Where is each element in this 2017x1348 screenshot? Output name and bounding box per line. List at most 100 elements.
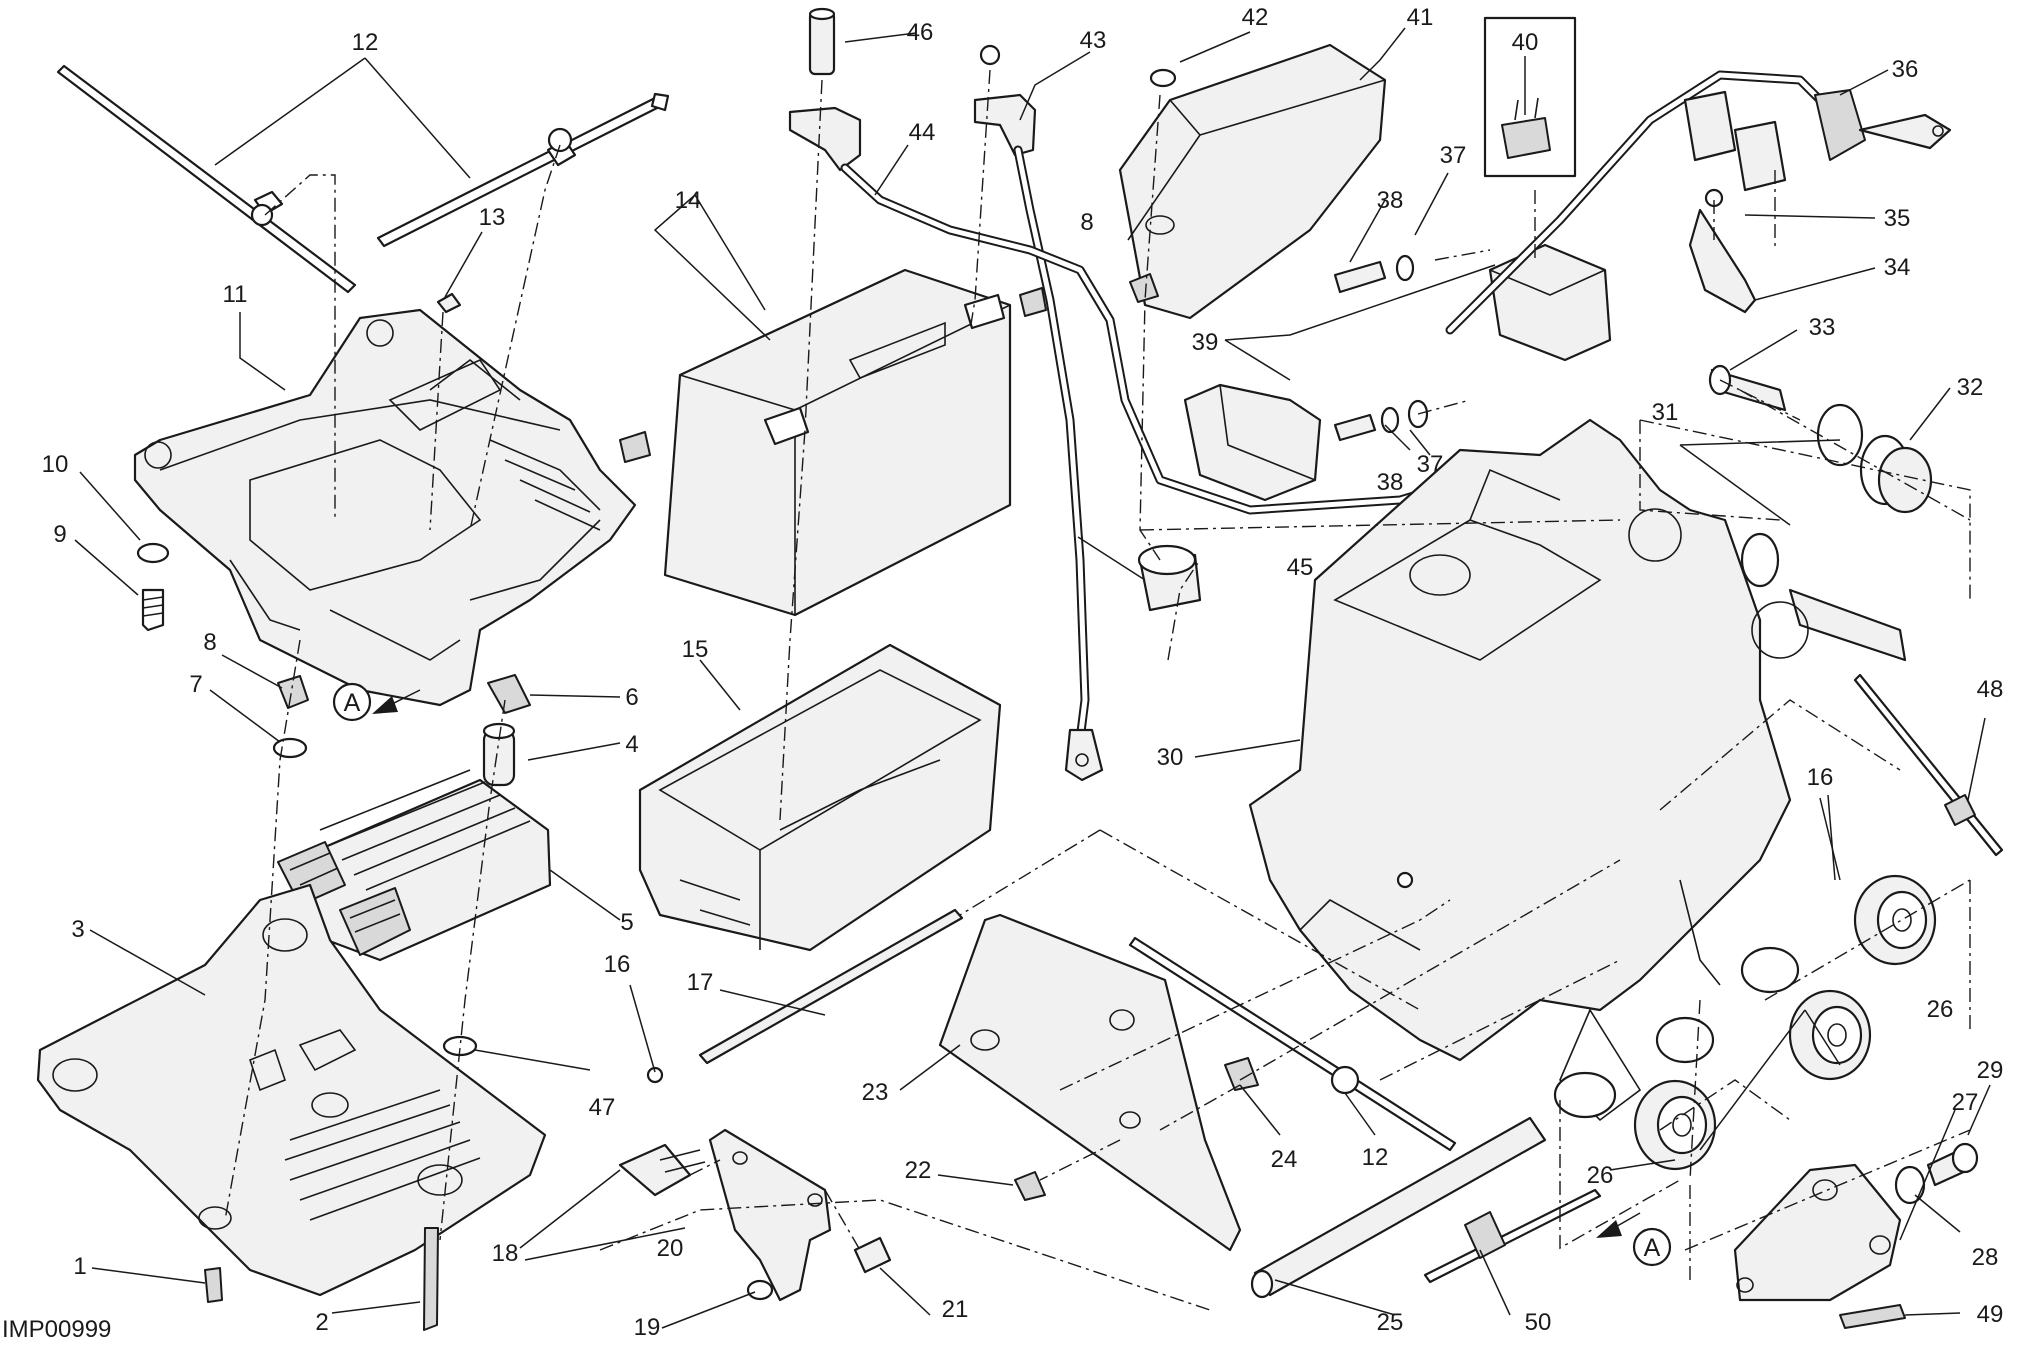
callout-49: 49 [1977, 1301, 2004, 1328]
callout-8: 8 [203, 629, 216, 656]
callout-47: 47 [589, 1094, 616, 1121]
callout-7: 7 [189, 671, 202, 698]
callout-35: 35 [1884, 205, 1911, 232]
callout-39: 39 [1192, 329, 1219, 356]
part-battery-cable-36 [1445, 70, 1952, 335]
part-relay-box [1183, 243, 1612, 502]
view-reference-a-left: A [344, 689, 361, 717]
part-clip-8-right [1129, 273, 1159, 303]
callout-23: 23 [862, 1079, 889, 1106]
callout-38-lower: 38 [1377, 469, 1404, 496]
callout-44: 44 [909, 119, 936, 146]
callout-12-upper: 12 [352, 29, 379, 56]
callout-45: 45 [1287, 554, 1314, 581]
part-battery-holder [133, 308, 637, 707]
callout-18: 18 [492, 1240, 519, 1267]
callout-32: 32 [1957, 374, 1984, 401]
leader-lines [74, 27, 1991, 1329]
part-tube-25 [1250, 1116, 1547, 1299]
callout-19: 19 [634, 1314, 661, 1341]
part-relays [1683, 90, 1787, 314]
callout-labels: 1 2 3 4 5 6 7 8 9 10 11 12 13 14 15 16 1… [42, 4, 2004, 1341]
callout-30: 30 [1157, 744, 1184, 771]
part-cable-tie-upper [56, 64, 670, 294]
part-screw-9-10 [136, 542, 170, 632]
view-arrow-a-right [1596, 1212, 1672, 1267]
callout-16-left: 16 [604, 951, 631, 978]
callout-21: 21 [942, 1296, 969, 1323]
callout-50: 50 [1525, 1309, 1552, 1336]
callout-26-lower: 26 [1587, 1162, 1614, 1189]
callout-27: 27 [1952, 1089, 1979, 1116]
part-cover-41 [1118, 43, 1387, 320]
part-clip-6 [487, 674, 531, 714]
callout-6: 6 [625, 684, 638, 711]
part-rod-17 [646, 908, 964, 1084]
callout-48: 48 [1977, 676, 2004, 703]
callout-9: 9 [53, 521, 66, 548]
callout-41: 41 [1407, 4, 1434, 31]
callout-26-upper: 26 [1927, 996, 1954, 1023]
callout-5: 5 [620, 909, 633, 936]
part-voltage-regulator [277, 769, 552, 962]
part-cable-tie-middle [1128, 936, 1457, 1152]
part-spacer-4 [482, 722, 516, 787]
part-screws-37-38 [1333, 254, 1429, 442]
callout-22: 22 [905, 1157, 932, 1184]
callout-20: 20 [657, 1235, 684, 1262]
callout-14: 14 [675, 187, 702, 214]
callout-10: 10 [42, 451, 69, 478]
callout-46: 46 [907, 19, 934, 46]
part-ground-cable [973, 44, 1104, 782]
part-battery-box [638, 643, 1002, 952]
part-mount-bracket [618, 1128, 892, 1302]
callout-12-middle: 12 [1362, 1144, 1389, 1171]
callout-33: 33 [1809, 314, 1836, 341]
view-arrow-a-left [332, 682, 421, 722]
callout-38-upper: 38 [1377, 187, 1404, 214]
callout-37-lower: 37 [1417, 451, 1444, 478]
part-washer-47 [442, 1035, 478, 1057]
callout-36: 36 [1892, 56, 1919, 83]
part-clip-8-left [277, 675, 309, 709]
callout-25: 25 [1377, 1309, 1404, 1336]
part-grommet-45 [1137, 544, 1202, 612]
callout-17: 17 [687, 969, 714, 996]
callout-4: 4 [625, 731, 638, 758]
part-battery [619, 268, 1047, 617]
drawing-code: IMP00999 [2, 1316, 111, 1343]
callout-28: 28 [1972, 1244, 1999, 1271]
callout-11: 11 [223, 281, 248, 308]
callout-43: 43 [1080, 27, 1107, 54]
callout-1: 1 [73, 1253, 86, 1280]
part-bracket-plate [36, 883, 547, 1297]
part-clamp-50 [1423, 1188, 1602, 1284]
callout-8-right: 8 [1080, 209, 1093, 236]
part-cable-tie-48 [1853, 673, 2004, 857]
callout-37-upper: 37 [1440, 142, 1467, 169]
part-bracket-27 [1733, 1142, 1979, 1329]
part-main-frame [1248, 418, 1809, 1122]
callout-16-right: 16 [1807, 764, 1834, 791]
callout-15: 15 [682, 636, 709, 663]
callout-31: 31 [1652, 399, 1679, 426]
callout-13: 13 [479, 204, 506, 231]
part-screw-22 [1014, 1171, 1046, 1201]
part-washer-7 [272, 737, 308, 759]
part-fuse-detail [1483, 16, 1577, 178]
part-standoff-46 [808, 7, 836, 76]
part-clip-13 [436, 292, 462, 314]
part-plate-23 [938, 913, 1242, 1252]
view-reference-a-right: A [1644, 1234, 1661, 1262]
callout-42: 42 [1242, 4, 1269, 31]
part-clip-24 [1224, 1057, 1259, 1091]
callout-29: 29 [1977, 1057, 2004, 1084]
assembly-lines [224, 69, 1971, 1311]
callout-2: 2 [315, 1309, 328, 1336]
callout-3: 3 [71, 916, 84, 943]
part-screw-2 [423, 1227, 439, 1331]
callout-40: 40 [1512, 29, 1539, 56]
callout-34: 34 [1884, 254, 1911, 281]
callout-24: 24 [1271, 1146, 1298, 1173]
